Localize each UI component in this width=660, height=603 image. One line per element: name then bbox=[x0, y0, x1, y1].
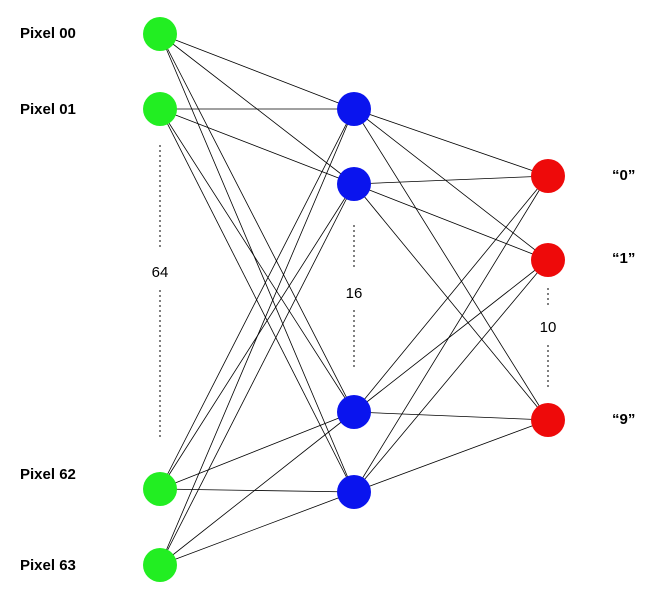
edge-hidden-0-output-2 bbox=[353, 108, 549, 421]
hidden-neuron-3 bbox=[337, 475, 371, 509]
edge-input-3-hidden-2 bbox=[159, 411, 355, 566]
edge-input-0-hidden-2 bbox=[159, 33, 355, 413]
edge-hidden-2-output-2 bbox=[353, 411, 549, 421]
hidden-layer-count: 16 bbox=[346, 285, 363, 302]
edge-hidden-0-output-1 bbox=[353, 108, 549, 261]
output-neuron-0 bbox=[531, 159, 565, 193]
neurons bbox=[143, 17, 565, 582]
input-neuron-0 bbox=[143, 17, 177, 51]
edge-input-3-hidden-3 bbox=[159, 491, 355, 566]
edge-hidden-3-output-1 bbox=[353, 259, 549, 493]
edge-hidden-1-output-1 bbox=[353, 183, 549, 261]
edge-input-2-hidden-3 bbox=[159, 488, 355, 493]
edge-input-1-hidden-3 bbox=[159, 108, 355, 493]
edge-hidden-3-output-0 bbox=[353, 175, 549, 493]
connections bbox=[159, 33, 549, 566]
edge-hidden-2-output-1 bbox=[353, 259, 549, 413]
hidden-neuron-0 bbox=[337, 92, 371, 126]
input-label-pixel-00: Pixel 00 bbox=[20, 25, 76, 42]
edge-hidden-0-output-0 bbox=[353, 108, 549, 177]
edge-input-2-hidden-2 bbox=[159, 411, 355, 490]
output-layer-count: 10 bbox=[540, 319, 557, 336]
output-label-9: “9” bbox=[612, 411, 635, 428]
output-labels: “0” “1” “9” bbox=[612, 167, 635, 428]
hidden-neuron-1 bbox=[337, 167, 371, 201]
input-neuron-2 bbox=[143, 472, 177, 506]
input-neuron-3 bbox=[143, 548, 177, 582]
output-neuron-1 bbox=[531, 243, 565, 277]
output-label-1: “1” bbox=[612, 250, 635, 267]
input-layer-count: 64 bbox=[152, 264, 169, 281]
edge-input-1-hidden-2 bbox=[159, 108, 355, 413]
layer-count-labels: 64 16 10 bbox=[152, 264, 557, 336]
input-label-pixel-62: Pixel 62 bbox=[20, 466, 76, 483]
hidden-neuron-2 bbox=[337, 395, 371, 429]
edge-input-0-hidden-0 bbox=[159, 33, 355, 110]
input-labels: Pixel 00 Pixel 01 Pixel 62 Pixel 63 bbox=[20, 25, 76, 574]
edge-hidden-3-output-2 bbox=[353, 419, 549, 493]
ellipsis-markers bbox=[159, 145, 549, 440]
edge-hidden-2-output-0 bbox=[353, 175, 549, 413]
edge-input-0-hidden-3 bbox=[159, 33, 355, 493]
output-neuron-2 bbox=[531, 403, 565, 437]
edge-input-3-hidden-0 bbox=[159, 108, 355, 566]
input-neuron-1 bbox=[143, 92, 177, 126]
edge-input-2-hidden-0 bbox=[159, 108, 355, 490]
edge-input-1-hidden-1 bbox=[159, 108, 355, 185]
output-label-0: “0” bbox=[612, 167, 635, 184]
edge-hidden-1-output-2 bbox=[353, 183, 549, 421]
edge-input-3-hidden-1 bbox=[159, 183, 355, 566]
input-label-pixel-63: Pixel 63 bbox=[20, 557, 76, 574]
edge-hidden-1-output-0 bbox=[353, 175, 549, 185]
input-label-pixel-01: Pixel 01 bbox=[20, 101, 76, 118]
